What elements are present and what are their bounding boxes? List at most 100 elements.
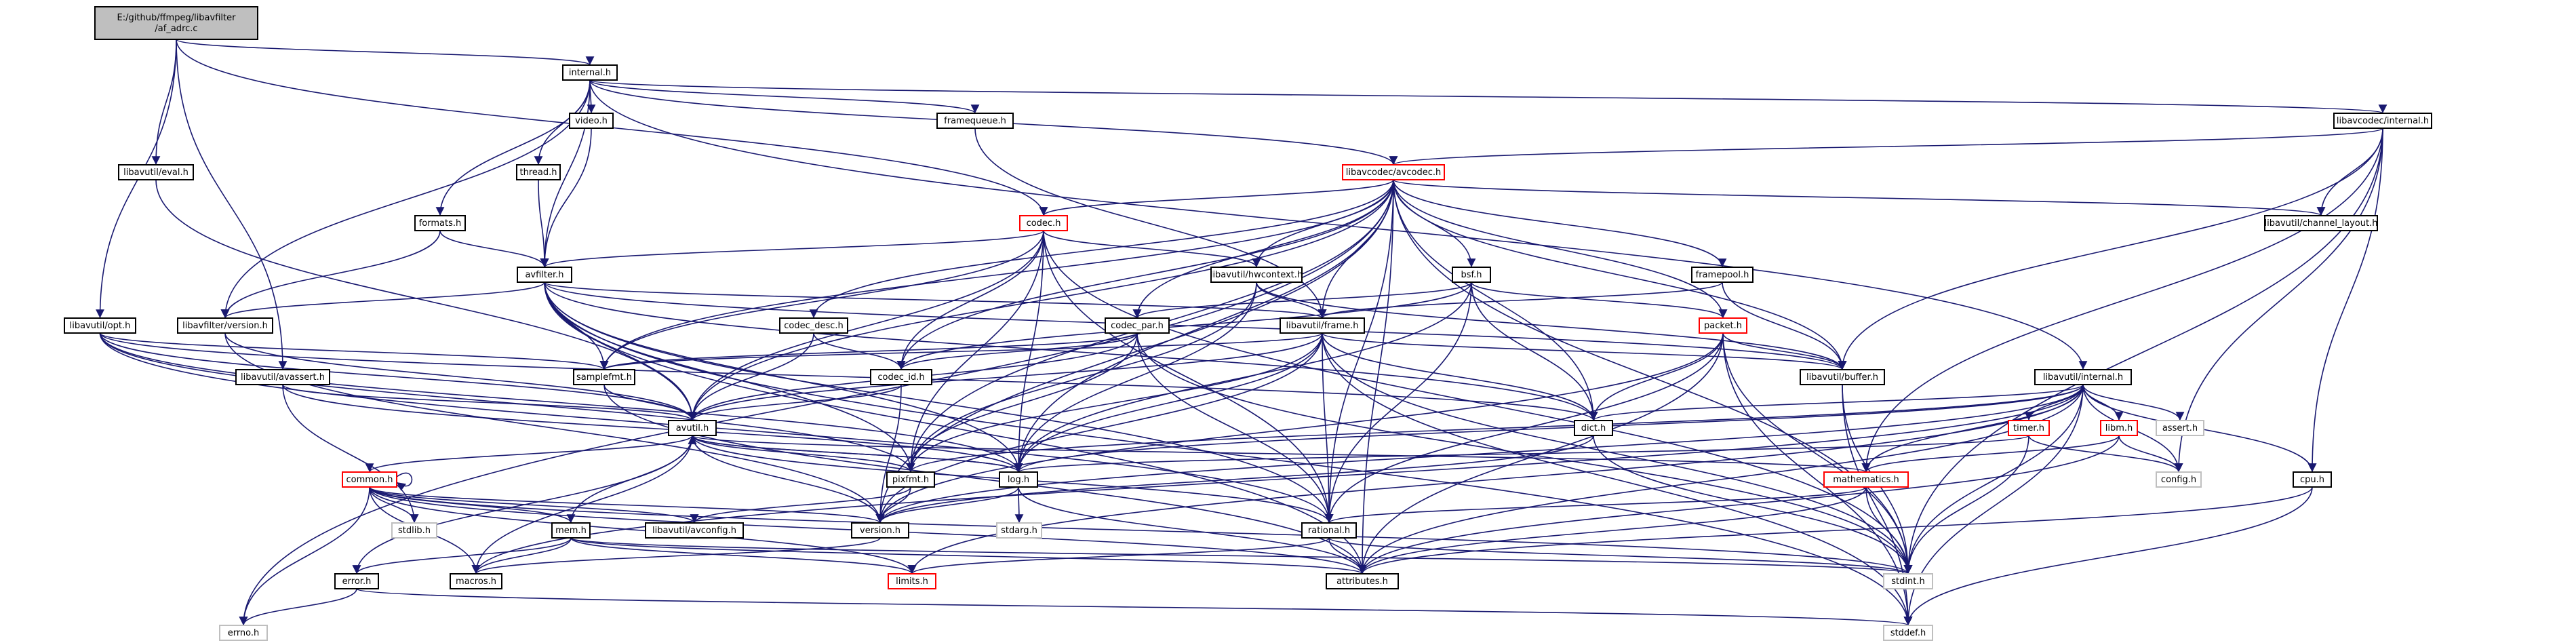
node-label: stdint.h: [1891, 577, 1924, 587]
node-codecid[interactable]: codec_id.h: [870, 369, 932, 385]
node-box: [177, 317, 273, 334]
node-pixfmt[interactable]: pixfmt.h: [886, 471, 935, 488]
node-version[interactable]: version.h: [851, 522, 909, 539]
node-attributes[interactable]: attributes.h: [1326, 573, 1399, 589]
node-box: [1210, 267, 1303, 283]
edge-lavcinternal-to-chlayout: [2316, 128, 2383, 216]
edge-group: [589, 79, 2386, 114]
node-lavfversion[interactable]: libavfilter/version.h: [177, 317, 273, 334]
node-video[interactable]: video.h: [569, 113, 614, 129]
edge-group: [369, 486, 699, 524]
edge-group: [692, 435, 1870, 473]
edge-group: [151, 39, 177, 165]
node-opt[interactable]: libavutil/opt.h: [64, 317, 136, 334]
node-error[interactable]: error.h: [334, 573, 379, 589]
edge-group: [1722, 332, 1913, 574]
edge-avutil-to-macros: [471, 435, 693, 574]
node-label: avutil.h: [676, 423, 709, 433]
node-avcodec[interactable]: libavcodec/avcodec.h: [1342, 164, 1445, 180]
node-buffer[interactable]: libavutil/buffer.h: [1800, 369, 1885, 385]
node-box: [1574, 420, 1613, 436]
node-avconfig[interactable]: libavutil/avconfig.h: [645, 522, 744, 539]
edge-group: [2082, 384, 2185, 421]
edge-timer-to-log: [1014, 435, 2029, 473]
node-macros[interactable]: macros.h: [450, 573, 502, 589]
edge-lavcinternal-to-config: [2174, 128, 2383, 473]
node-box: [2156, 420, 2204, 436]
edge-group: [875, 486, 1019, 524]
node-avutil[interactable]: avutil.h: [668, 420, 717, 436]
node-label: /af_adrc.c: [155, 24, 197, 34]
node-box: [668, 420, 717, 436]
node-hwcontext[interactable]: libavutil/hwcontext.h: [1210, 267, 1303, 283]
node-rational[interactable]: rational.h: [1301, 522, 1357, 539]
edge-group: [1132, 281, 1472, 319]
edge-codec-to-rational: [1043, 230, 1334, 524]
edge-group: [875, 384, 902, 524]
edge-codecpar-to-rational: [1136, 332, 1334, 524]
node-errno: errno.h: [219, 625, 268, 641]
edge-log-to-version: [875, 486, 1019, 524]
node-chlayout[interactable]: libavutil/channel_layout.h: [2264, 215, 2378, 231]
node-formats[interactable]: formats.h: [414, 215, 466, 231]
node-label: stdlib.h: [398, 526, 431, 536]
node-mem[interactable]: mem.h: [551, 522, 591, 539]
edge-rational-to-limits: [907, 537, 1330, 574]
node-box: [1883, 573, 1933, 589]
node-samplefmt[interactable]: samplefmt.h: [573, 369, 635, 385]
edge-group: [1014, 281, 1257, 473]
node-limits[interactable]: limits.h: [888, 573, 936, 589]
node-avfilter[interactable]: avfilter.h: [517, 267, 572, 283]
edge-group: [1903, 486, 2313, 626]
edge-group: [1014, 435, 2029, 473]
edge-lavcinternal-to-avcodec: [1389, 128, 2383, 165]
edge-group: [906, 384, 2084, 473]
node-lavuinternal[interactable]: libavutil/internal.h: [2034, 369, 2132, 385]
edge-group: [369, 486, 885, 524]
node-thread[interactable]: thread.h: [516, 164, 561, 180]
edge-group: [1328, 537, 1367, 574]
node-timer[interactable]: timer.h: [2008, 420, 2050, 436]
node-framepool[interactable]: framepool.h: [1691, 267, 1753, 283]
edge-avutil-to-version: [692, 435, 885, 524]
edge-group: [1358, 179, 1394, 574]
node-bsf[interactable]: bsf.h: [1452, 267, 1491, 283]
edge-root-to-internal: [176, 39, 594, 66]
node-stdarg: stdarg.h: [996, 522, 1042, 539]
edge-group: [1471, 281, 1728, 319]
node-dict[interactable]: dict.h: [1574, 420, 1613, 436]
node-root[interactable]: E:/github/ffmpeg/libavfilter/af_adrc.c: [94, 6, 258, 40]
node-lavcinternal[interactable]: libavcodec/internal.h: [2333, 113, 2432, 129]
node-label: internal.h: [569, 68, 611, 78]
node-codec[interactable]: codec.h: [1019, 215, 1068, 231]
node-libm[interactable]: libm.h: [2100, 420, 2138, 436]
edge-group: [692, 435, 915, 473]
node-frame[interactable]: libavutil/frame.h: [1280, 317, 1365, 334]
node-codecpar[interactable]: codec_par.h: [1105, 317, 1170, 334]
edge-codec-to-log: [1014, 230, 1044, 473]
node-box: [516, 164, 561, 180]
edge-hwcontext-to-log: [1014, 281, 1257, 473]
edge-group: [369, 486, 419, 524]
edge-internal-to-framequeue: [589, 79, 980, 114]
edge-bsf-to-log: [1014, 281, 1472, 473]
edge-group: [356, 588, 1912, 626]
edge-avcodec-to-packet: [1393, 179, 1728, 319]
edge-codec-to-avutil: [688, 230, 1044, 421]
node-internal[interactable]: internal.h: [562, 64, 618, 81]
node-codecdesc[interactable]: codec_desc.h: [779, 317, 848, 334]
node-packet[interactable]: packet.h: [1699, 317, 1747, 334]
node-cpu[interactable]: cpu.h: [2293, 471, 2332, 488]
node-log[interactable]: log.h: [999, 471, 1038, 488]
node-eval[interactable]: libavutil/eval.h: [118, 164, 194, 180]
edge-lavuinternal-to-stdint: [1903, 384, 2084, 574]
edge-codec-to-hwcontext: [1043, 230, 1261, 268]
node-framequeue[interactable]: framequeue.h: [936, 113, 1014, 129]
node-avassert[interactable]: libavutil/avassert.h: [235, 369, 330, 385]
edge-framepool-to-frame: [1317, 281, 1723, 319]
edge-frame-to-rational: [1322, 332, 1334, 524]
node-common[interactable]: common.h: [342, 471, 397, 488]
node-box: [936, 113, 1014, 129]
node-mathematics[interactable]: mathematics.h: [1823, 471, 1909, 488]
node-box: [342, 471, 397, 488]
